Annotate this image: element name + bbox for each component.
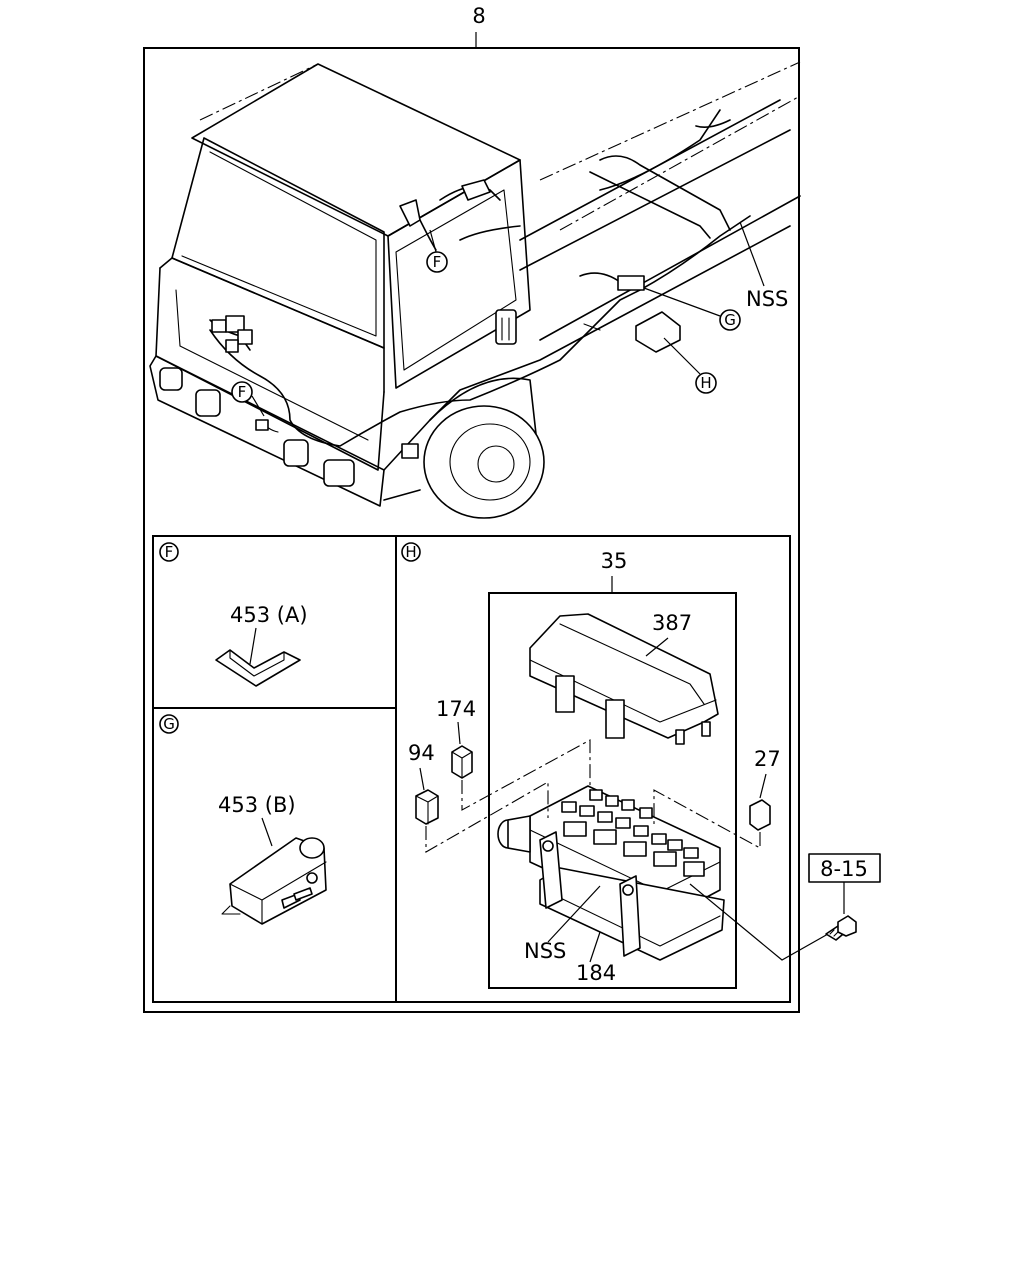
part-453b-label: 453 (B) [218, 793, 296, 817]
fuse-box-cover [529, 613, 719, 739]
callout-h [695, 372, 717, 394]
fuse-27 [749, 799, 771, 831]
panel-g-tag: G [163, 715, 175, 733]
panel-f-tag: F [165, 543, 174, 561]
part-nss-box-label: NSS [524, 939, 566, 963]
panel-h: H 35 387 [401, 542, 829, 989]
part-35-label: 35 [601, 549, 628, 573]
part-184-label: 184 [576, 961, 616, 985]
nss-top-label: NSS [746, 287, 788, 311]
ref-8-15-label: 8-15 [820, 857, 868, 881]
relay-94 [415, 789, 439, 825]
callout-f-front [231, 381, 253, 403]
callout-f-front-label: F [238, 383, 247, 401]
callout-g [719, 309, 741, 331]
callout-h-label: H [700, 374, 711, 392]
callout-g-label: G [724, 311, 736, 329]
fuse-grid [561, 789, 705, 877]
part-453a-label: 453 (A) [230, 603, 308, 627]
truck-illustration [149, 61, 801, 519]
part-94-label: 94 [408, 741, 435, 765]
part-27-label: 27 [754, 747, 781, 771]
clip-453a [215, 649, 301, 687]
panel-h-tag: H [405, 543, 416, 561]
main-frame [143, 47, 800, 1013]
part-174-label: 174 [436, 697, 476, 721]
callout-f-main [426, 251, 448, 273]
callout-f-main-label: F [433, 253, 442, 271]
part-387-label: 387 [652, 611, 692, 635]
bolt-icon [825, 915, 857, 941]
panel-f: F 453 (A) [159, 542, 308, 687]
panel-g: G 453 (B) [159, 714, 327, 925]
assembly-number-label: 8 [472, 4, 485, 28]
connector-453b [229, 837, 327, 925]
detail-frame [152, 535, 791, 1003]
